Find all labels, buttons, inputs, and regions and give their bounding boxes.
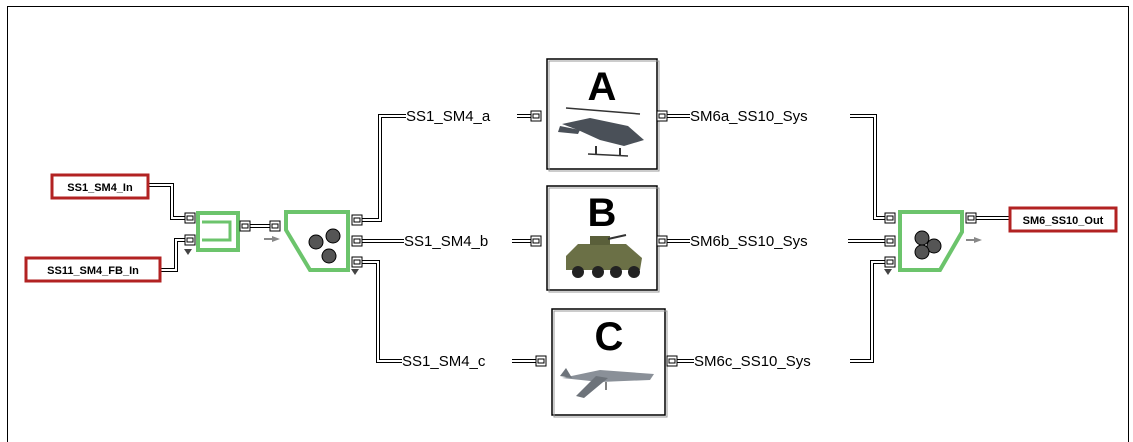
subsystem-a-letter: A xyxy=(588,65,617,109)
signal-label-a-in: SS1_SM4_a xyxy=(406,108,491,125)
signal-label-a-out: SM6a_SS10_Sys xyxy=(690,108,808,125)
subsystem-c-letter: C xyxy=(595,315,624,359)
drone-icon xyxy=(560,368,654,398)
subsystem-a[interactable]: A xyxy=(530,58,668,172)
subsystem-b-letter: B xyxy=(588,191,617,235)
signal-label-c-in: SS1_SM4_c xyxy=(402,353,486,370)
wires xyxy=(148,114,1010,363)
input-port-2-label: SS11_SM4_FB_In xyxy=(47,265,139,277)
demux-block[interactable] xyxy=(269,210,363,275)
input-port-1[interactable]: SS1_SM4_In xyxy=(50,173,150,200)
output-port[interactable]: SM6_SS10_Out xyxy=(1008,206,1118,233)
output-port-label: SM6_SS10_Out xyxy=(1023,215,1104,227)
subsystem-c[interactable]: C xyxy=(535,308,678,418)
signal-label-b-out: SM6b_SS10_Sys xyxy=(690,233,808,250)
merge-block[interactable] xyxy=(884,210,982,275)
armored-vehicle-icon xyxy=(566,234,642,278)
input-port-1-label: SS1_SM4_In xyxy=(67,182,133,194)
input-port-2[interactable]: SS11_SM4_FB_In xyxy=(24,256,162,283)
signal-label-c-out: SM6c_SS10_Sys xyxy=(694,353,811,370)
signal-label-b-in: SS1_SM4_b xyxy=(404,233,488,250)
helicopter-icon xyxy=(558,107,644,157)
subsystem-b[interactable]: B xyxy=(530,185,668,293)
mux-block[interactable] xyxy=(184,211,280,255)
diagram-frame xyxy=(7,6,1129,442)
